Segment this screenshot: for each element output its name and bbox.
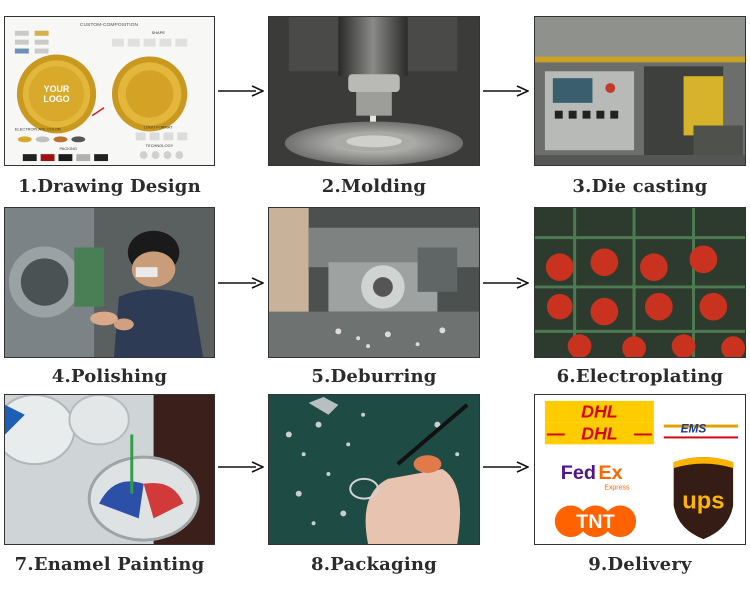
step-label-delivery: 9.Delivery (588, 554, 692, 575)
svg-text:DHL: DHL (581, 402, 618, 422)
step-label-drawing-design: 1.Drawing Design (18, 176, 201, 197)
tnt-logo: TNT (554, 505, 637, 538)
step-label-enamel-painting: 7.Enamel Painting (14, 554, 205, 575)
die-casting-photo (534, 16, 746, 166)
svg-text:DHL: DHL (581, 423, 618, 443)
dhl-logo: DHL DHL (544, 400, 654, 445)
ems-logo: EMS (663, 422, 739, 439)
enamel-painting-photo (4, 394, 215, 545)
arrow-right-icon (483, 276, 529, 290)
polishing-photo (4, 207, 215, 358)
svg-text:LOGO: LOGO (43, 94, 69, 104)
arrow-right-icon (218, 276, 264, 290)
step-label-die-casting: 3.Die casting (572, 176, 708, 197)
svg-text:Express: Express (604, 485, 630, 492)
svg-text:PACKING: PACKING (59, 146, 76, 151)
step-label-electroplating: 6.Electroplating (556, 366, 724, 387)
drawing-design-photo: CUSTOM-COMPOSITION SHAPE YOUR LOGO ELECT… (4, 16, 215, 166)
svg-text:ups: ups (682, 489, 724, 515)
step-label-packaging: 8.Packaging (311, 554, 437, 575)
deburring-photo (268, 207, 480, 358)
packaging-photo (268, 394, 480, 545)
step-label-deburring: 5.Deburring (311, 366, 437, 387)
svg-text:Fed: Fed (561, 462, 596, 484)
step-label-molding: 2.Molding (321, 176, 427, 197)
arrow-right-icon (218, 460, 264, 474)
svg-text:EMS: EMS (681, 422, 707, 436)
svg-text:SHAPE: SHAPE (152, 30, 166, 35)
design-sheet-title: CUSTOM-COMPOSITION (80, 22, 139, 28)
molding-photo (268, 16, 480, 166)
svg-text:YOUR: YOUR (44, 84, 70, 94)
svg-text:TNT: TNT (576, 511, 614, 533)
arrow-right-icon (218, 84, 264, 98)
ups-logo: ups (673, 457, 734, 540)
fedex-logo: Fed Ex Express (561, 462, 630, 492)
svg-text:ELECTROPLATE COLOR: ELECTROPLATE COLOR (15, 126, 61, 131)
svg-text:LOGO FORMAT: LOGO FORMAT (144, 125, 173, 130)
arrow-right-icon (483, 460, 529, 474)
arrow-right-icon (483, 84, 529, 98)
step-label-polishing: 4.Polishing (51, 366, 168, 387)
delivery-photo: DHL DHL EMS Fed Ex Express TNT ups (534, 394, 746, 545)
svg-text:TECHNOLOGY: TECHNOLOGY (146, 143, 174, 148)
svg-text:Ex: Ex (598, 462, 622, 484)
electroplating-photo (534, 207, 746, 358)
